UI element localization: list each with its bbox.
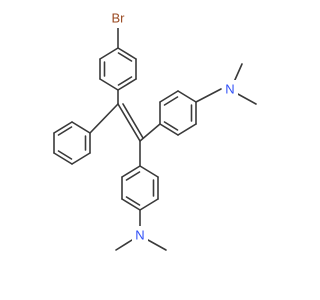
- bond: [159, 123, 179, 136]
- bond: [117, 76, 133, 86]
- bond: [139, 165, 159, 178]
- bond: [57, 150, 73, 160]
- bond: [122, 103, 144, 139]
- bond: [121, 165, 141, 178]
- bond: [53, 152, 73, 165]
- bond: [139, 198, 159, 211]
- bond: [159, 90, 179, 103]
- bromine-atom: Br: [106, 10, 130, 28]
- nitrogen-atom-lower: N: [132, 226, 148, 244]
- atom-label-n-lower: N: [135, 228, 144, 243]
- atom-label-layer: Br N N: [106, 10, 238, 244]
- bond: [125, 196, 141, 206]
- atom-label-br: Br: [112, 11, 126, 26]
- molecule-structure: Br N N: [53, 10, 257, 251]
- bond: [163, 121, 179, 131]
- bond: [117, 47, 137, 60]
- bond: [121, 198, 141, 211]
- bond: [195, 88, 222, 103]
- bond-layer: [53, 27, 257, 251]
- bond: [115, 239, 133, 251]
- bond: [177, 123, 197, 136]
- bond: [89, 103, 119, 134]
- atom-label-background: [222, 80, 238, 98]
- atom-label-background: [132, 226, 148, 244]
- atom-label-background: [106, 10, 130, 28]
- bond: [163, 96, 179, 106]
- bond: [71, 152, 91, 165]
- bond: [117, 52, 133, 62]
- bond: [147, 239, 167, 251]
- bond: [117, 103, 141, 142]
- bond: [53, 121, 73, 134]
- bond: [57, 126, 73, 136]
- bond: [117, 78, 137, 91]
- bond: [125, 171, 141, 181]
- atom-label-n-upper: N: [225, 82, 234, 97]
- bond: [233, 63, 243, 83]
- bond: [177, 90, 197, 103]
- bond: [235, 92, 257, 105]
- bond: [71, 121, 91, 134]
- nitrogen-atom-upper: N: [222, 80, 238, 98]
- bond: [99, 78, 119, 91]
- bond: [99, 47, 119, 60]
- bond: [139, 123, 161, 142]
